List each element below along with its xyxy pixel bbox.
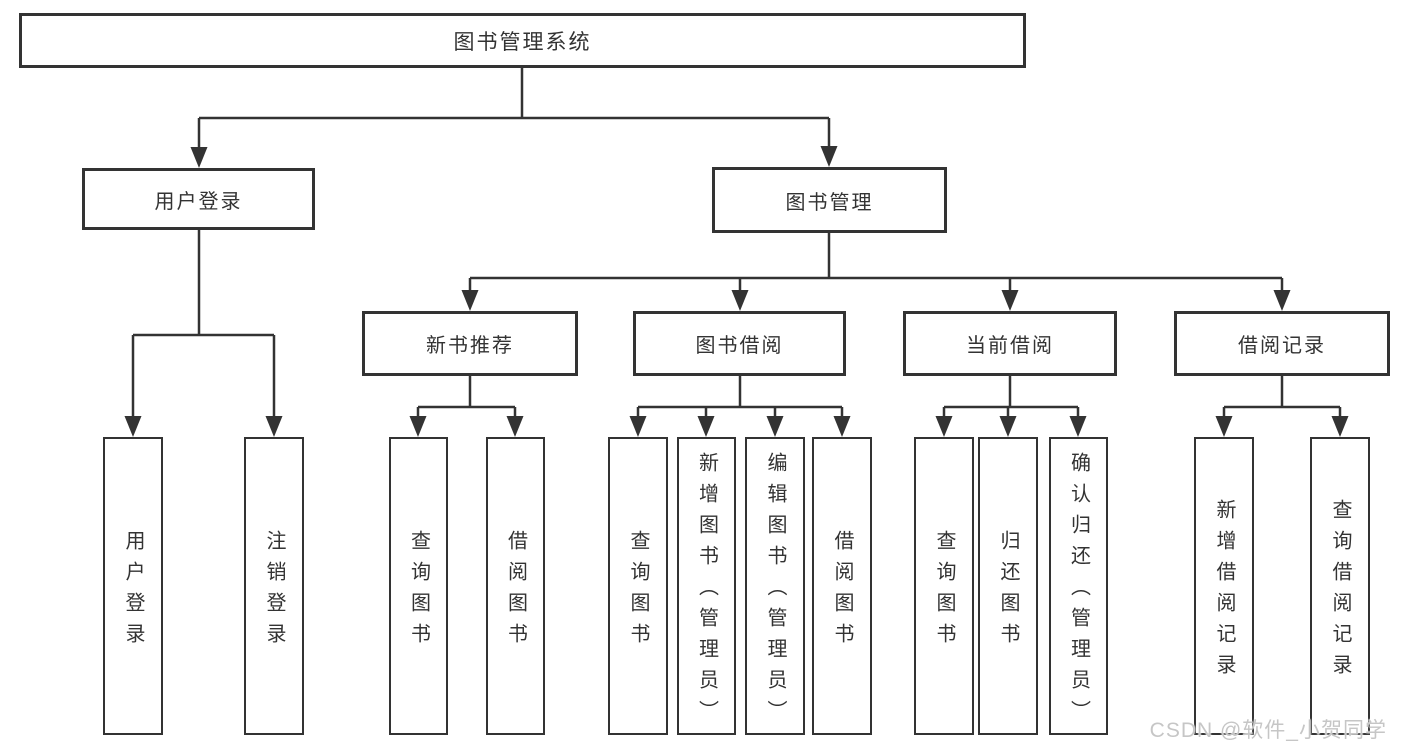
arrowhead-icon (1331, 416, 1349, 437)
node-leaf-query-books-recommend: 查询图书 (389, 437, 448, 735)
node-current-borrowing: 当前借阅 (903, 311, 1117, 376)
node-leaf-query-books-current: 查询图书 (914, 437, 974, 735)
arrowhead-icon (1273, 290, 1291, 311)
node-leaf-user-login: 用户登录 (103, 437, 163, 735)
arrowhead-icon (265, 416, 283, 437)
arrowhead-icon (833, 416, 851, 437)
node-label: 新增图书（管理员） (695, 452, 718, 731)
node-leaf-query-borrow-record: 查询借阅记录 (1310, 437, 1370, 735)
node-leaf-confirm-return-admin: 确认归还（管理员） (1049, 437, 1108, 735)
connector-line (197, 68, 831, 149)
connector-line (416, 376, 517, 419)
arrowhead-icon (935, 416, 953, 437)
node-label: 查询图书 (627, 529, 649, 654)
node-label: 注销登录 (263, 529, 285, 654)
node-book-borrowing: 图书借阅 (633, 311, 846, 376)
node-borrowing-records: 借阅记录 (1174, 311, 1390, 376)
arrowhead-icon (697, 416, 715, 437)
node-label: 查询图书 (407, 529, 430, 654)
node-leaf-logout: 注销登录 (244, 437, 304, 735)
node-label: 查询图书 (933, 529, 955, 654)
arrowhead-icon (999, 416, 1017, 437)
node-label: 图书借阅 (695, 335, 784, 357)
node-leaf-query-books-borrow: 查询图书 (608, 437, 668, 735)
arrowhead-icon (1215, 416, 1233, 437)
node-label: 查询借阅记录 (1329, 498, 1351, 685)
node-system-root: 图书管理系统 (19, 13, 1026, 68)
arrowhead-icon (461, 290, 479, 311)
node-label: 借阅图书 (831, 529, 853, 654)
arrowhead-icon (766, 416, 784, 437)
arrowhead-icon (409, 416, 427, 437)
node-label: 确认归还（管理员） (1067, 452, 1090, 731)
arrowhead-icon (1069, 416, 1087, 437)
arrowhead-icon (820, 146, 838, 167)
node-label: 图书管理 (785, 191, 874, 214)
node-label: 新增借阅记录 (1213, 498, 1235, 685)
arrowhead-icon (1001, 290, 1019, 311)
arrowhead-icon (190, 147, 208, 168)
node-book-management: 图书管理 (712, 167, 947, 233)
connector-line (942, 376, 1080, 419)
arrowhead-icon (629, 416, 647, 437)
node-leaf-add-borrow-record: 新增借阅记录 (1194, 437, 1254, 735)
watermark: CSDN @软件_小贺同学 (1149, 719, 1387, 742)
arrowhead-icon (506, 416, 524, 437)
node-label: 当前借阅 (966, 335, 1054, 357)
node-leaf-return-books: 归还图书 (978, 437, 1038, 735)
node-leaf-borrow-books-recommend: 借阅图书 (486, 437, 545, 735)
node-label: 借阅记录 (1238, 335, 1326, 357)
node-leaf-add-books-admin: 新增图书（管理员） (677, 437, 736, 735)
node-leaf-edit-books-admin: 编辑图书（管理员） (745, 437, 805, 735)
connector-line (636, 376, 844, 419)
node-label: 新书推荐 (426, 335, 514, 357)
node-user-login: 用户登录 (82, 168, 315, 230)
connector-line (468, 233, 1284, 293)
node-label: 借阅图书 (504, 529, 527, 654)
node-label: 用户登录 (122, 529, 144, 654)
connector-line (131, 230, 276, 419)
node-leaf-borrow-books: 借阅图书 (812, 437, 872, 735)
node-label: 图书管理系统 (453, 30, 592, 54)
arrowhead-icon (731, 290, 749, 311)
node-label: 用户登录 (154, 190, 243, 213)
node-new-book-recommend: 新书推荐 (362, 311, 578, 376)
node-label: 归还图书 (997, 529, 1019, 654)
node-label: 编辑图书（管理员） (764, 452, 786, 731)
connector-line (1222, 376, 1342, 419)
arrowhead-icon (124, 416, 142, 437)
